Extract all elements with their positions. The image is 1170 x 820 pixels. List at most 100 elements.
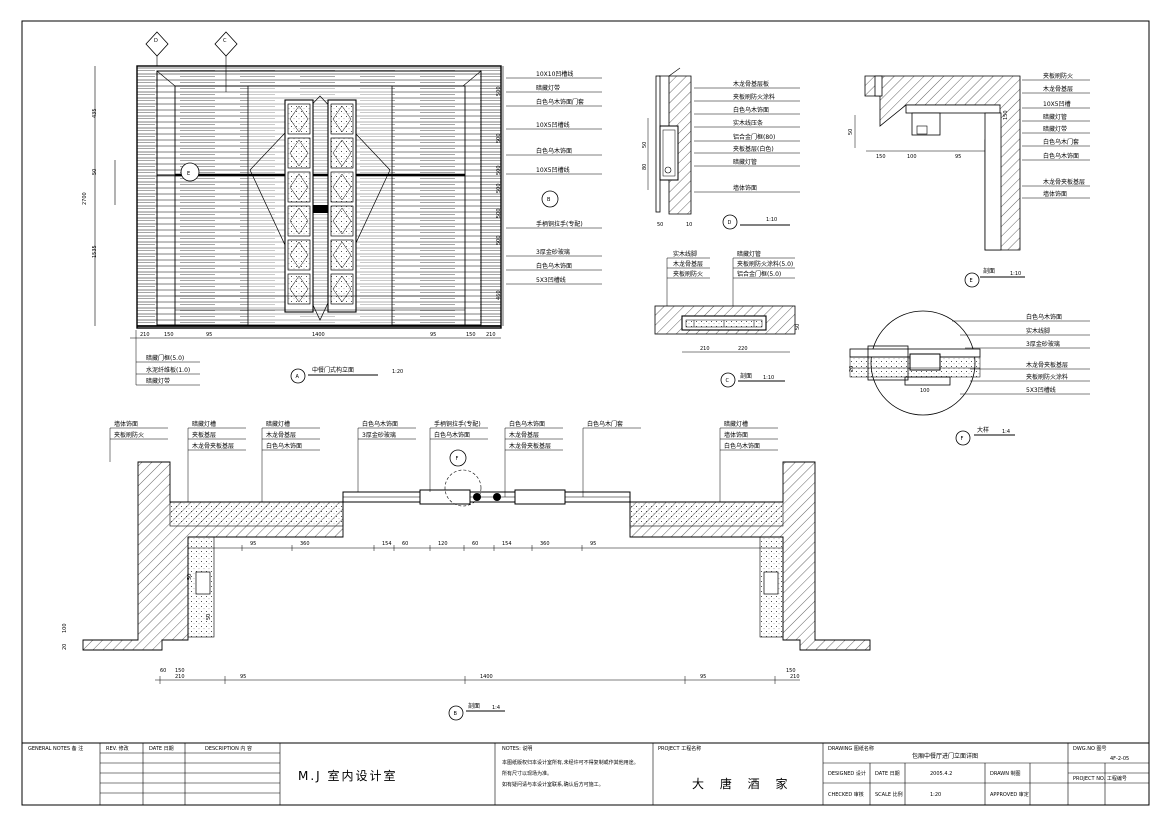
drawn-label: DRAWN 制图 — [990, 770, 1021, 777]
notes-header: NOTES: 说明 — [502, 745, 532, 752]
elev-a-bottom-dim-0: 210 — [140, 332, 150, 338]
glass-pane — [287, 205, 311, 237]
detail-c-right-label-0: 暗藏灯管 — [737, 250, 761, 258]
section-b-label: 木龙骨夹板基层 — [509, 442, 551, 450]
section-b: F 墙体饰面夹板刷防火暗藏灯槽夹板基层木龙骨夹板基层暗藏灯槽木龙骨基层白色乌木饰… — [62, 420, 871, 721]
detail-c: 实木线脚 木龙骨基层 夹板刷防火 暗藏灯管 夹板刷防火涂料(5.0) 铝合金门框… — [654, 250, 801, 388]
section-b-bottom-dim: 1400 — [480, 674, 493, 680]
detail-c-left-label-0: 实木线脚 — [673, 250, 697, 258]
date-value: 2005.4.2 — [930, 771, 952, 777]
detail-e-dim-1: 150 — [876, 154, 886, 160]
svg-text:D: D — [728, 220, 732, 226]
scale-label: SCALE 比例 — [875, 791, 903, 798]
section-b-label: 墙体饰面 — [114, 420, 138, 428]
detail-e-dim-0: 50 — [848, 129, 854, 135]
detail-d-scale: 1:10 — [766, 217, 777, 223]
section-b-label: 白色乌木饰面 — [362, 420, 398, 428]
svg-text:F: F — [961, 436, 964, 442]
section-b-label: 白色乌木饰面 — [266, 442, 302, 450]
approved-label: APPROVED 审定 — [990, 791, 1029, 798]
elev-a-label-1: 暗藏灯带 — [536, 84, 560, 92]
svg-text:E: E — [187, 171, 190, 177]
section-b-bottom-dim: 210 — [175, 674, 185, 680]
section-marker-b: B — [541, 190, 559, 208]
elev-a-label-8: 白色乌木饰面 — [536, 262, 572, 270]
glass-pane — [287, 239, 311, 271]
checked-label: CHECKED 审核 — [828, 791, 864, 798]
detail-e-label-5: 白色乌木门套 — [1043, 138, 1079, 146]
svg-text:B: B — [454, 711, 458, 717]
section-b-label: 3厚金砂玻璃 — [362, 431, 396, 439]
elev-a-bottom-dim-6: 210 — [486, 332, 496, 338]
detail-e-dim-4: 150 — [1003, 110, 1009, 120]
detail-d-label-6: 暗藏灯管 — [733, 158, 757, 166]
detail-d-label-5: 夹板基层(白色) — [733, 145, 774, 153]
detail-c-scale: 1:10 — [763, 375, 774, 381]
section-b-inner-dim: 154 — [382, 541, 392, 547]
section-b-side-dim-4: 50 — [206, 614, 212, 620]
section-b-inner-dim: 360 — [540, 541, 550, 547]
detail-d-dim-2: 50 — [657, 222, 663, 228]
dwg-no: 4F-2-05 — [1110, 756, 1129, 762]
elev-a-label-9: 5X3凹槽线 — [536, 276, 566, 284]
title-rev-header: REV. 修改 — [106, 745, 129, 752]
section-b-side-dim-2: 150 — [786, 668, 796, 674]
section-b-side-dim-3: 50 — [187, 574, 193, 580]
detail-c-dim-1: 220 — [738, 346, 748, 352]
section-b-side-dim-5: 20 — [62, 644, 68, 650]
detail-f: 白色乌木饰面 实木线脚 3厚金砂玻璃 木龙骨夹板基层 夹板刷防火涂料 5X3凹槽… — [849, 310, 1090, 446]
detail-e-scale: 1:10 — [1010, 271, 1021, 277]
detail-d: 木龙骨基层板 夹板刷防火涂料 白色乌木饰面 实木线压条 铝合金门框(80) 夹板… — [642, 67, 800, 230]
section-b-side-dim-6: 100 — [62, 623, 68, 633]
detail-c-left-label-1: 木龙骨基层 — [673, 260, 703, 268]
elev-a-label-4: 白色乌木饰面 — [536, 147, 572, 155]
detail-e-label-3: 暗藏灯管 — [1043, 113, 1067, 121]
detail-f-label-5: 5X3凹槽线 — [1026, 386, 1056, 394]
detail-e-label-8: 墙体饰面 — [1043, 190, 1067, 198]
glass-pane — [330, 137, 354, 169]
svg-text:A: A — [296, 374, 300, 380]
section-b-inner-dim: 95 — [250, 541, 256, 547]
section-b-bottom-dim: 210 — [790, 674, 800, 680]
detail-c-title: 剖面 — [740, 372, 752, 380]
detail-c-dim-0: 210 — [700, 346, 710, 352]
section-b-inner-dim: 60 — [402, 541, 408, 547]
section-b-inner-dim: 120 — [438, 541, 448, 547]
elev-a-label-0: 10X10凹槽线 — [536, 70, 573, 78]
detail-e-label-2: 10X5凹槽 — [1043, 100, 1071, 108]
detail-f-scale: 1:4 — [1002, 429, 1010, 435]
notes-line-1: 所有尺寸以现场为准。 — [502, 770, 552, 777]
title-general-notes: GENERAL NOTES 备 注 — [28, 745, 83, 752]
detail-d-label-7: 墙体饰面 — [733, 184, 757, 192]
elev-a-bottom-dim-3: 1400 — [312, 332, 325, 338]
detail-d-label-1: 夹板刷防火涂料 — [733, 93, 775, 101]
glass-pane — [287, 273, 311, 305]
detail-c-dim-2: 50 — [795, 324, 801, 330]
detail-d-label-4: 铝合金门框(80) — [733, 133, 775, 141]
section-marker-e: E — [180, 162, 200, 182]
glass-pane — [330, 103, 354, 135]
section-b-inner-dim: 95 — [590, 541, 596, 547]
glass-pane — [330, 171, 354, 203]
section-marker-c: C — [214, 31, 238, 57]
elev-a-right-dim-6: 460 — [496, 290, 502, 300]
notes-line-2: 如有疑问请与本设计室联系,确认后方可施工。 — [502, 781, 604, 788]
elev-a-label-6: 手柄铜拉手(专配) — [536, 220, 583, 228]
glass-pane — [287, 137, 311, 169]
svg-text:E: E — [970, 278, 973, 284]
elev-a-scale: 1:20 — [392, 369, 403, 375]
detail-d-label-0: 木龙骨基层板 — [733, 80, 769, 88]
notes-line-0: 本图纸版权归本设计室所有,未经许可不得复制或作其他用途。 — [502, 759, 639, 766]
detail-f-label-4: 夹板刷防火涂料 — [1026, 373, 1068, 381]
section-b-inner-dim: 360 — [300, 541, 310, 547]
glass-pane — [287, 103, 311, 135]
leader-lines-elev-a-right — [506, 77, 602, 285]
glass-pane — [330, 205, 354, 237]
elev-a-title: A 中餐门式构立面 1:20 — [290, 366, 403, 384]
detail-e-dim-2: 100 — [907, 154, 917, 160]
section-b-bottom-dim: 95 — [240, 674, 246, 680]
detail-d-dim-3: 10 — [686, 222, 692, 228]
studio-name: M.J 室内设计室 — [298, 768, 398, 783]
detail-f-label-0: 白色乌木饰面 — [1026, 313, 1062, 321]
detail-d-label-3: 实木线压条 — [733, 119, 763, 127]
